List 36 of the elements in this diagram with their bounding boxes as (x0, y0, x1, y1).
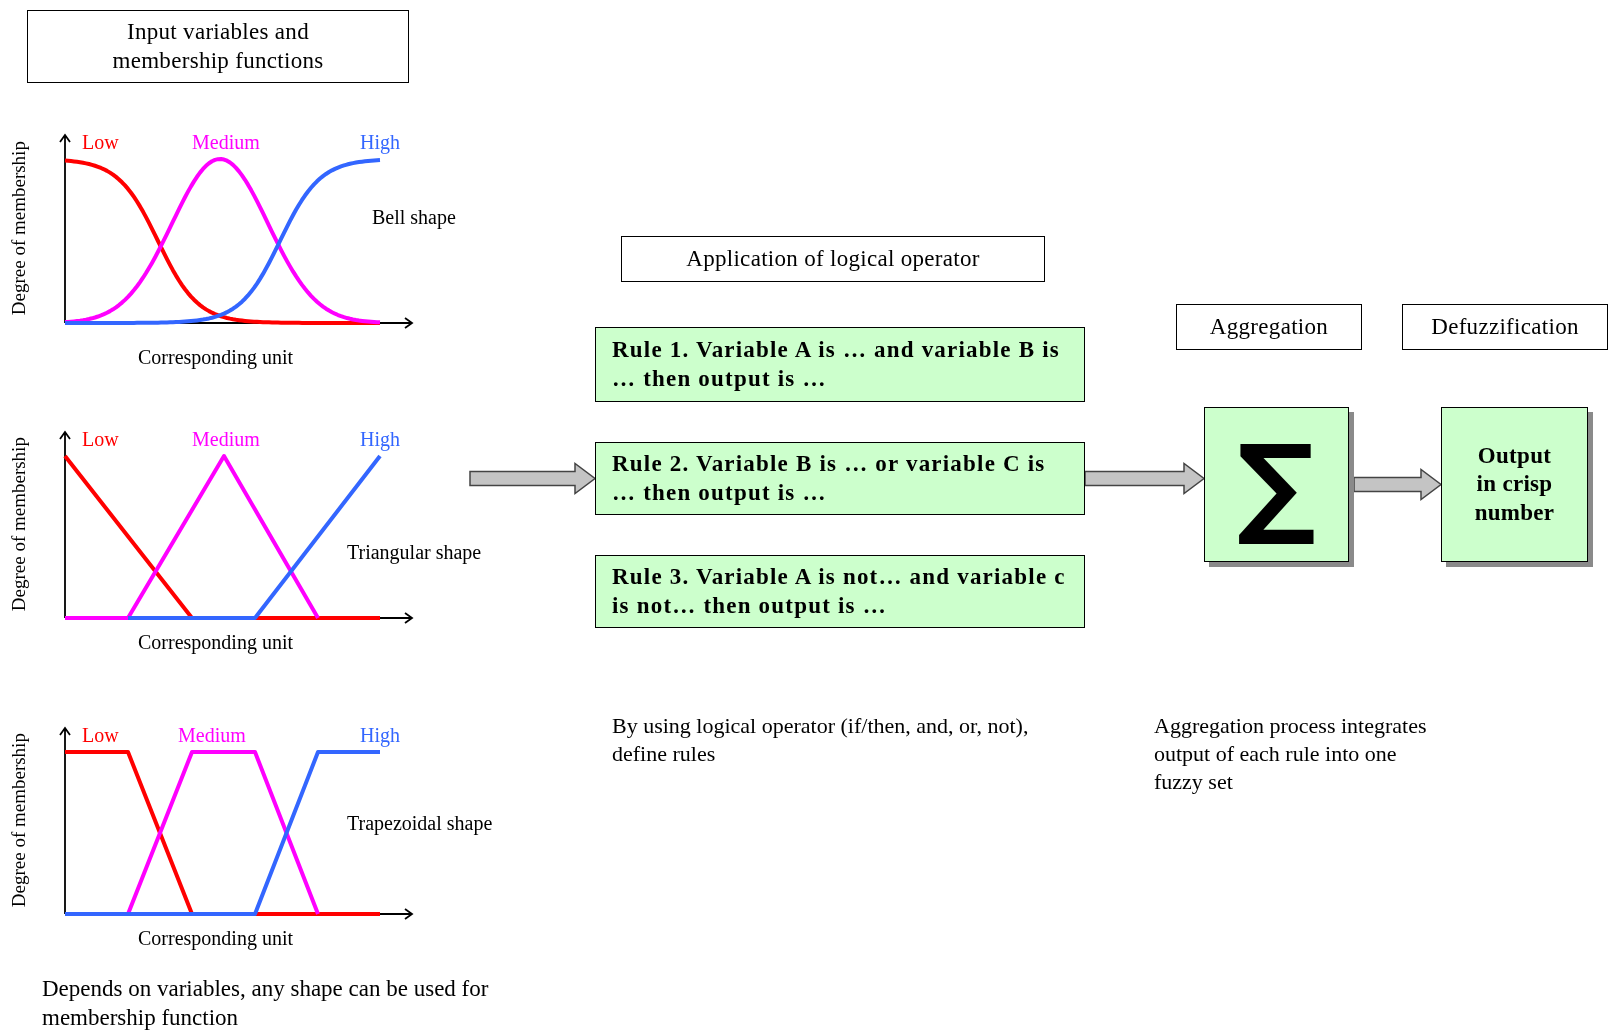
block-arrow (1353, 468, 1443, 501)
axis-label: Corresponding unit (138, 926, 293, 952)
box-label: Rule 1. Variable A is … and variable B is … then output is … (612, 336, 1061, 393)
shape-label: Bell shape (372, 205, 456, 231)
header-box (1176, 304, 1362, 350)
curve-label: Medium (192, 130, 260, 155)
curve-label: Medium (192, 427, 260, 452)
box-label: Rule 3. Variable A is not… and variable c is not… then output is … (612, 563, 1067, 620)
curve-label: Medium (178, 723, 246, 748)
box-label: Rule 2. Variable B is … or variable C is … then output is … (612, 450, 1047, 507)
header-box (621, 236, 1045, 282)
curve-label: Low (82, 427, 119, 452)
curve-label: High (360, 723, 400, 749)
note-text: Depends on variables, any shape can be used for membership function (42, 975, 490, 1031)
curve-label: High (360, 130, 400, 156)
axis-label: Corresponding unit (138, 630, 293, 656)
shape-label: Trapezoidal shape (347, 811, 493, 837)
box-label: Input variables and membership functions (111, 18, 325, 75)
box-label: Application of logical operator (686, 244, 980, 273)
block-arrow (469, 462, 597, 495)
axis-label: Degree of membership (6, 141, 30, 316)
block-arrow (1084, 462, 1206, 495)
shape-label: Triangular shape (347, 540, 482, 566)
box-label: Defuzzification (1431, 312, 1579, 341)
curve-label: Low (82, 130, 119, 155)
header-box (1402, 304, 1608, 350)
axis-label: Corresponding unit (138, 345, 293, 371)
note-text: Aggregation process integrates output of each rule into one fuzzy set (1154, 712, 1428, 797)
box-label: Output in crisp number (1474, 442, 1555, 527)
note-text: By using logical operator (if/then, and, or, not), define rules (612, 712, 1030, 769)
curve-label: High (360, 427, 400, 453)
axis-label: Degree of membership (6, 733, 30, 908)
axis-label: Degree of membership (6, 437, 30, 612)
curve-label: Low (82, 723, 119, 748)
header-box (27, 10, 409, 83)
box-label: Aggregation (1209, 312, 1329, 341)
